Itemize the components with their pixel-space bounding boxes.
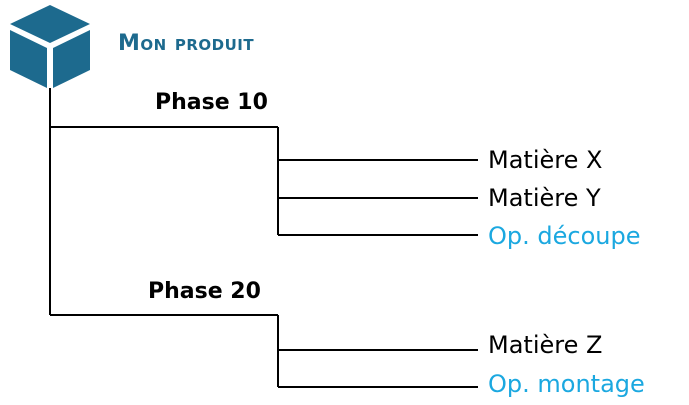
phase-label: Phase 10 bbox=[155, 90, 268, 115]
leaf-item-label: Op. montage bbox=[488, 370, 645, 398]
phase-label: Phase 20 bbox=[148, 279, 261, 304]
box-icon bbox=[10, 5, 90, 88]
leaf-item-label: Op. découpe bbox=[488, 222, 641, 250]
leaf-item-label: Matière Y bbox=[488, 184, 601, 212]
leaf-item-label: Matière X bbox=[488, 146, 603, 174]
product-title: Mon produit bbox=[118, 31, 255, 56]
leaf-item-label: Matière Z bbox=[488, 331, 603, 359]
